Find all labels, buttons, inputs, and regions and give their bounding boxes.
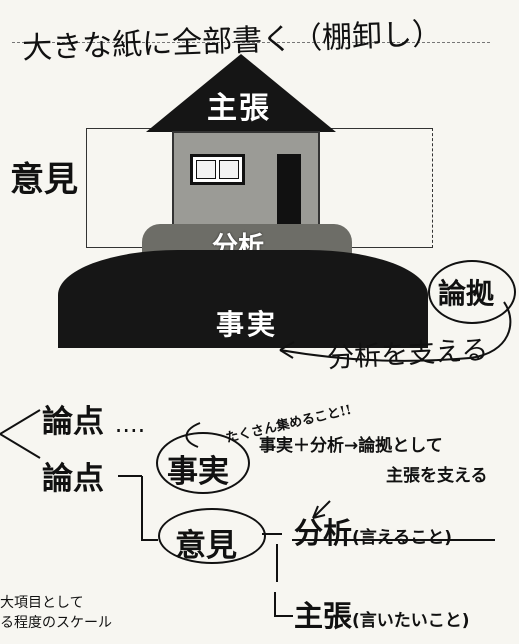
header-note-line [12,42,490,43]
house-window [190,154,245,185]
claim-node-detail: (言いたいこと) [352,611,470,631]
analysis-node-label: 分析 [294,516,353,550]
opinion-node: 意見 [175,528,237,564]
fact-node: 事実 [167,454,229,490]
fact-hill [58,250,428,348]
roof-label: 主張 [207,91,271,126]
house-diagram: 意見 主張 分析 事実 論拠 分析を支える [8,54,516,374]
claim-node: 主張(言いたいこと) [294,593,470,635]
argument-tree: 論点 .... 論点 事実 意見 たくさん集めること!! 事実＋分析→論拠として… [0,370,519,644]
bottom-note: 大項目として る程度のスケール [0,593,160,633]
fact-label: 事実 [216,308,279,341]
point-item-1-label: 論点 [42,404,104,440]
point-item-2: 論点 [42,453,104,498]
support-arrow [279,301,512,362]
opinion-node-circle [158,508,266,564]
bottom-note-line1: 大項目として [0,595,84,611]
claim-node-label: 主張 [294,599,353,633]
analysis-node-detail: (言えること) [352,528,453,548]
evidence-label: 論拠 [438,277,495,310]
fact-node-circle [156,432,250,494]
bottom-note-line2: る程度のスケール [0,615,112,631]
point-item-1: 論点 .... [42,396,145,441]
house-roof [146,54,336,132]
point-item-2-label: 論点 [42,461,104,497]
fact-analysis-note-line2: 主張を支える [386,466,488,486]
house-door [277,154,301,226]
opinion-label: 意見 [8,152,80,201]
fact-analysis-note-line1: 事実＋分析→論拠として [259,436,443,456]
evidence-circle [428,260,516,324]
analysis-node: 分析(言えること) [294,510,452,552]
point-item-1-ellipsis: .... [114,410,146,438]
